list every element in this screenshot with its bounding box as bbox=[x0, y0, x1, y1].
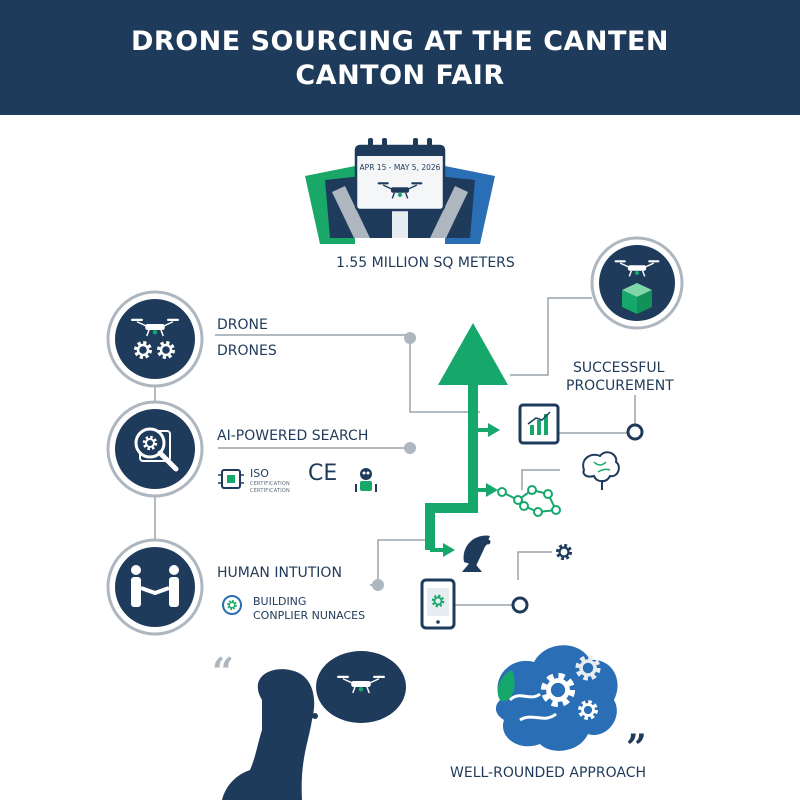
growth-chart-icon bbox=[518, 403, 560, 445]
connector-dot bbox=[626, 423, 644, 441]
network-graph-icon bbox=[497, 485, 561, 517]
iso-chip-icon bbox=[218, 469, 244, 489]
thought-bubble-drone-icon bbox=[316, 651, 406, 723]
date-range-text: APR 15 - MAY 5, 2026 bbox=[360, 163, 441, 172]
ce-mark: CE bbox=[308, 461, 338, 486]
area-label: 1.55 MILLION SQ METERS bbox=[336, 255, 515, 271]
open-quote-icon: “ bbox=[212, 649, 234, 694]
handshake-people-icon bbox=[106, 538, 204, 636]
close-quote-icon: ” bbox=[626, 727, 647, 769]
header-banner: DRONE SOURCING AT THE CANTEN CANTON FAIR bbox=[0, 0, 800, 115]
connector-dot bbox=[404, 332, 416, 344]
iso-sub-2: CERTIFICATION bbox=[250, 488, 290, 494]
drone-gears-icon bbox=[106, 290, 204, 388]
connector-dot bbox=[404, 442, 416, 454]
venue-building-icon bbox=[305, 138, 495, 244]
title-line-2: CANTON FAIR bbox=[295, 60, 505, 91]
brain-icon bbox=[582, 451, 620, 490]
procurement-label: PROCUREMENT bbox=[566, 378, 674, 394]
iso-label: ISO bbox=[250, 467, 269, 480]
gear-icon bbox=[555, 543, 573, 561]
satellite-dish-icon bbox=[462, 535, 491, 572]
connector-dot bbox=[511, 596, 529, 614]
thinking-woman-icon bbox=[222, 669, 318, 800]
tablet-icon bbox=[420, 578, 456, 630]
connector-dot bbox=[372, 579, 384, 591]
building-label: BUILDING bbox=[253, 595, 307, 608]
brain-gear-small-icon bbox=[222, 595, 242, 615]
drones-label: DRONES bbox=[217, 343, 277, 359]
approach-label: WELL-ROUNDED APPROACH bbox=[450, 765, 647, 781]
robot-badge-icon bbox=[355, 468, 377, 492]
brain-gears-icon bbox=[495, 645, 618, 751]
iso-sub-1: CERTIFICATION bbox=[250, 481, 290, 487]
drone-label: DRONE bbox=[217, 317, 268, 333]
successful-label: SUCCESSFUL bbox=[573, 360, 665, 376]
title-line-1: DRONE SOURCING AT THE CANTEN bbox=[131, 26, 669, 57]
chip-magnifier-icon bbox=[106, 400, 204, 498]
human-intuition-label: HUMAN INTUTION bbox=[217, 565, 342, 581]
ai-search-label: AI-POWERED SEARCH bbox=[217, 428, 369, 444]
process-arrow bbox=[425, 323, 508, 557]
conplier-label: CONPLIER NUNACES bbox=[253, 609, 366, 622]
drone-package-icon bbox=[590, 236, 684, 330]
